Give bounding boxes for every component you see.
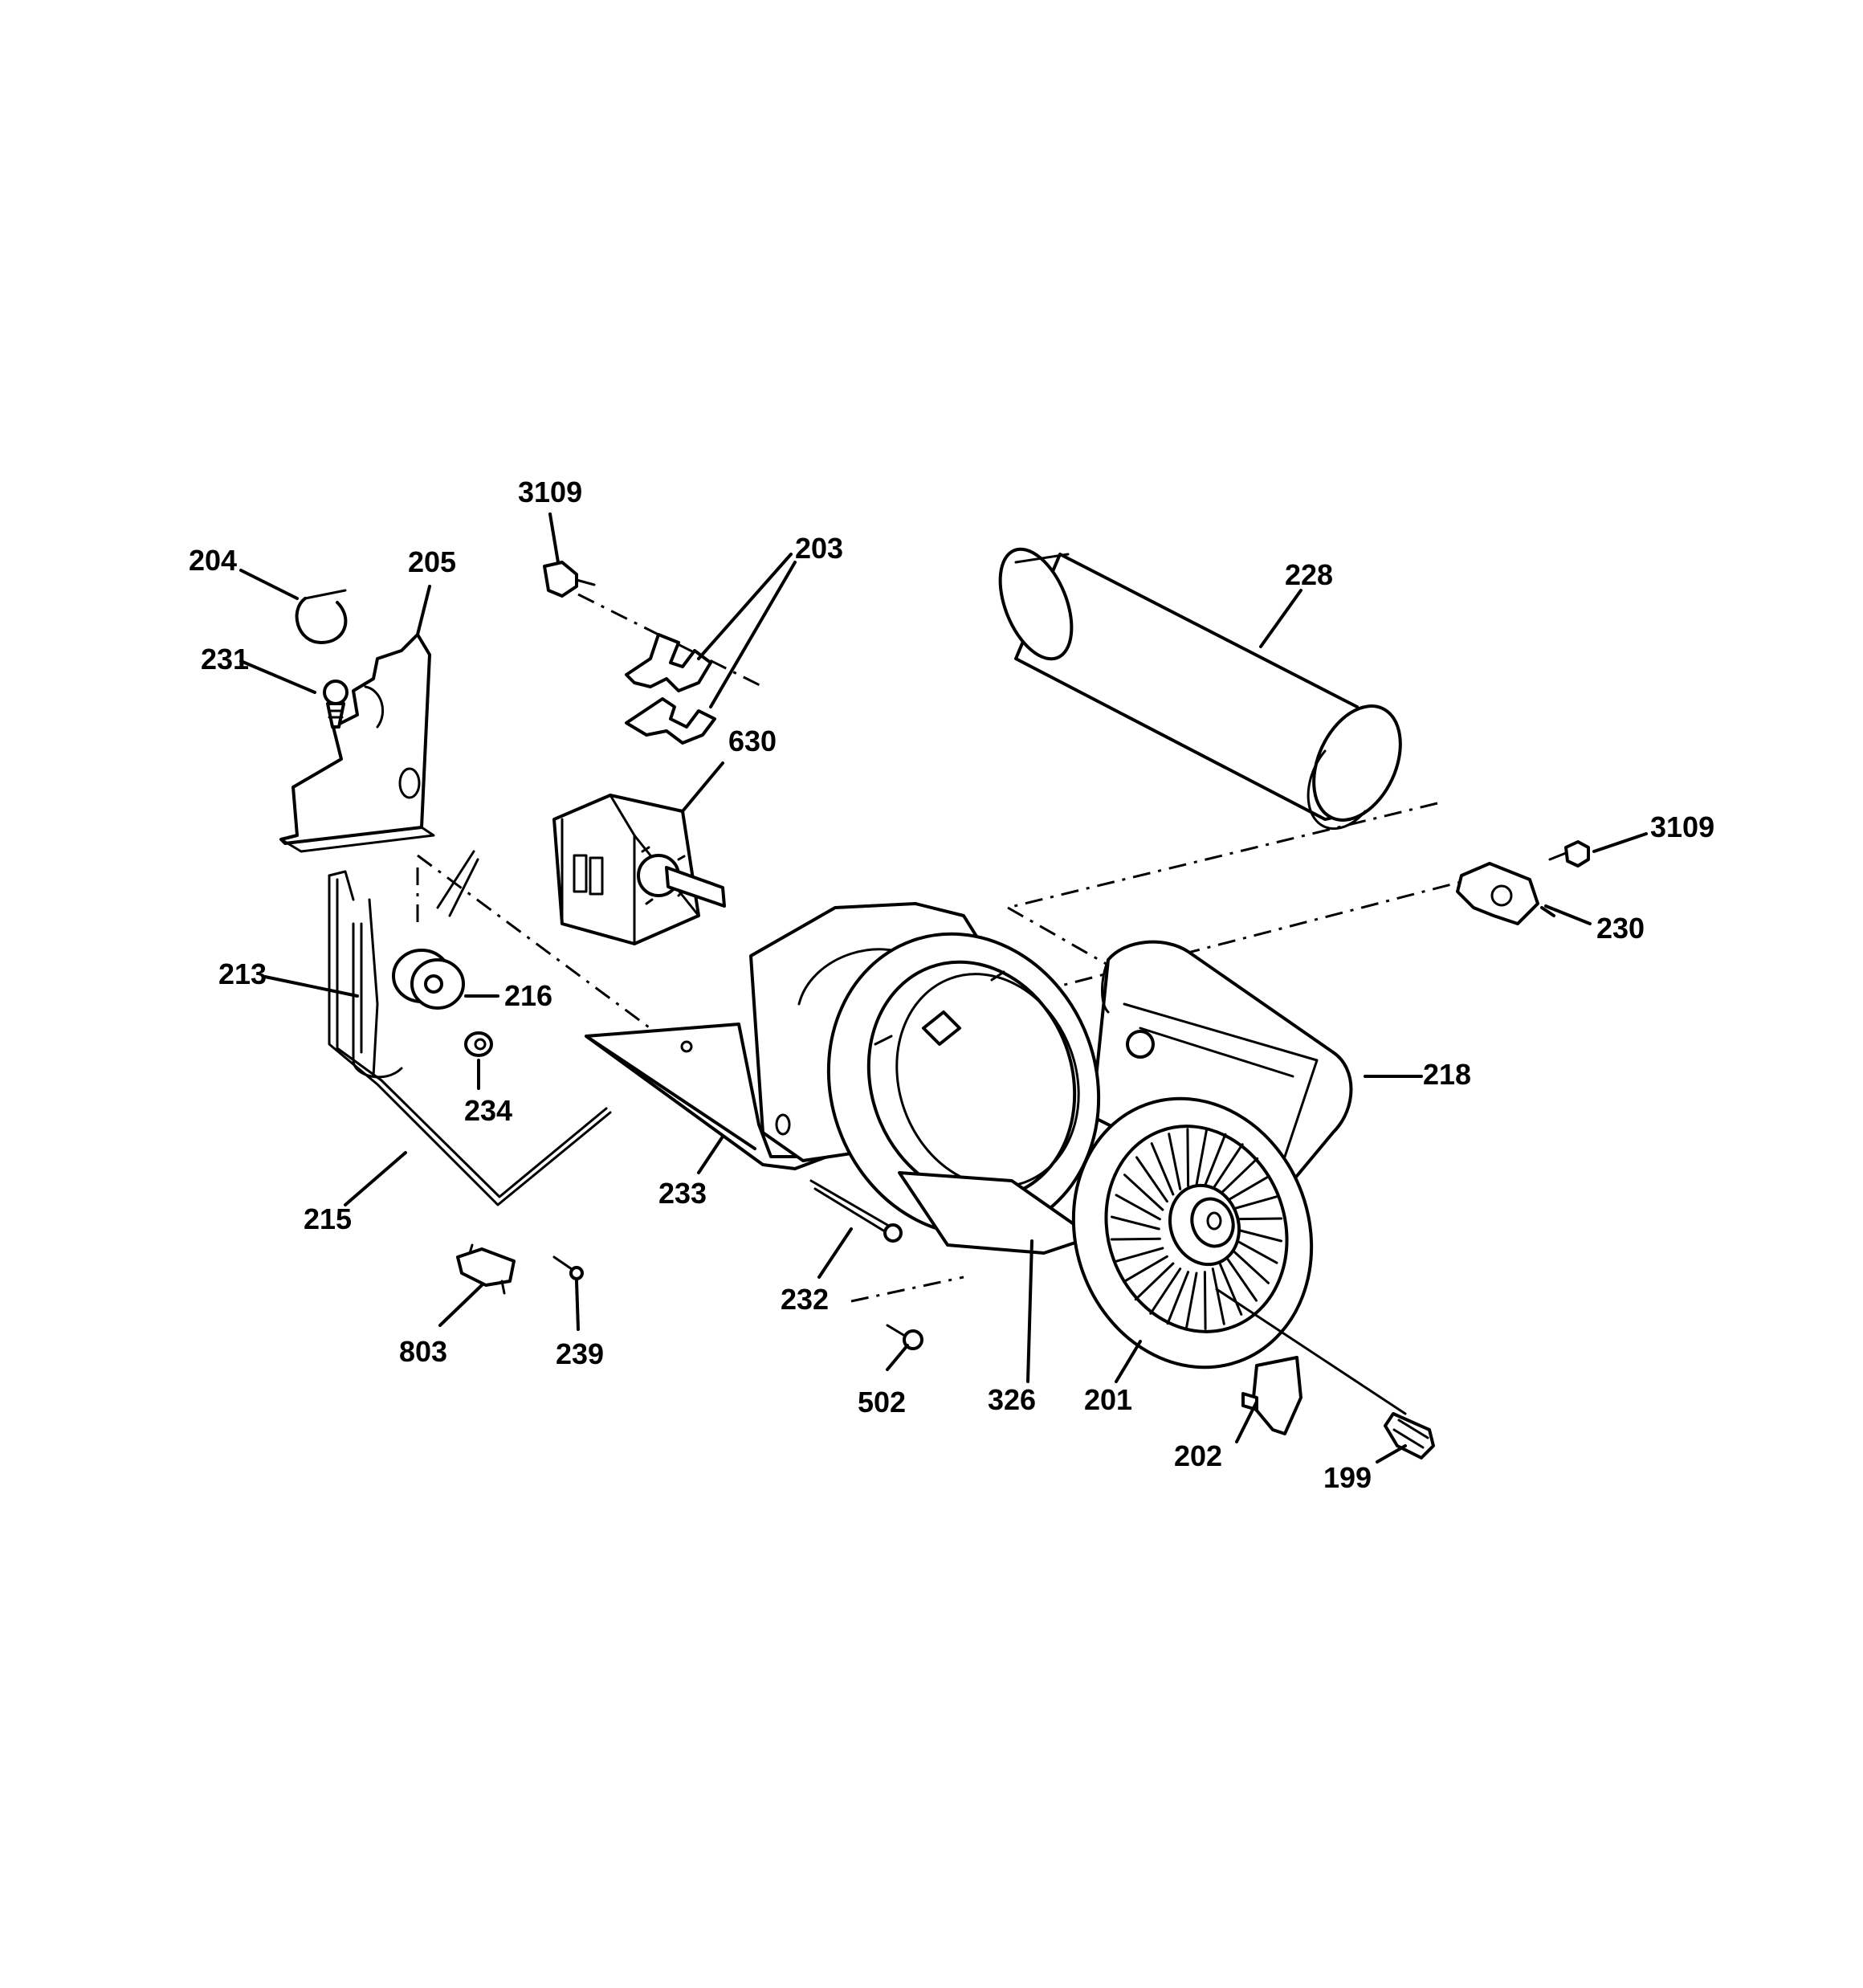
callout-204: 204: [189, 544, 237, 577]
callout-232: 232: [781, 1283, 829, 1316]
part-231-screw: [323, 680, 349, 729]
part-234-nut: [464, 1031, 493, 1057]
blower-blade: [1211, 1268, 1225, 1325]
part-199-bolt: [1215, 1288, 1435, 1459]
callout-218: 218: [1423, 1058, 1471, 1091]
callout-205: 205: [408, 545, 456, 578]
part-203-clamps: [625, 633, 716, 745]
blower-blade: [1218, 1157, 1259, 1196]
blower-blade: [1123, 1174, 1164, 1211]
blower-blade: [1150, 1142, 1175, 1196]
blower-blade: [1114, 1247, 1164, 1263]
part-239-screw: [552, 1255, 584, 1280]
callout-215: 215: [304, 1202, 352, 1235]
blower-blade: [1229, 1195, 1279, 1211]
blower-blade: [1232, 1237, 1278, 1264]
part-502-screw: [886, 1324, 923, 1350]
blower-blade: [1218, 1262, 1243, 1316]
part-230-idler: [1456, 862, 1539, 925]
blower-blade: [1111, 1215, 1160, 1231]
part-3109-right-screw: [1548, 840, 1590, 867]
part-202-clip: [1241, 1356, 1302, 1435]
callout-3109-top: 3109: [518, 476, 582, 508]
part-213-pulley: [392, 949, 465, 1010]
blower-blade: [1123, 1255, 1168, 1284]
part-232-rod: [809, 1179, 903, 1243]
callout-228: 228: [1285, 558, 1333, 591]
blower-blade: [1115, 1194, 1161, 1221]
part-803-terminal: [456, 1243, 516, 1295]
callout-234: 234: [464, 1094, 512, 1127]
blower-blade: [1168, 1133, 1182, 1190]
callout-201: 201: [1084, 1383, 1132, 1416]
part-3109-top-screw: [543, 561, 596, 598]
callout-326: 326: [988, 1383, 1036, 1416]
callout-239: 239: [556, 1337, 604, 1370]
callout-labels: 3109 204 205 203 228 231 630 3109 230 21…: [189, 476, 1714, 1494]
blower-blade: [1225, 1174, 1270, 1203]
callout-502: 502: [858, 1386, 906, 1419]
callout-230: 230: [1596, 912, 1645, 945]
blower-blade: [1233, 1227, 1282, 1243]
blower-wheel-blades: [1110, 1128, 1283, 1330]
callout-3109-right: 3109: [1650, 810, 1714, 843]
blower-blade: [1135, 1156, 1168, 1203]
blower-blade: [1211, 1143, 1244, 1190]
part-630-motor: [552, 794, 726, 945]
blower-blade: [1149, 1268, 1182, 1315]
part-205-bracket: [279, 633, 435, 853]
callout-231: 231: [201, 643, 249, 676]
blower-blade: [1203, 1133, 1227, 1187]
callout-216: 216: [504, 979, 552, 1012]
callout-803: 803: [399, 1335, 447, 1368]
blower-blade: [1184, 1272, 1198, 1330]
part-326-blower-ring: [826, 932, 1155, 1255]
blower-blade: [1195, 1128, 1209, 1186]
callout-leader-lines: [239, 512, 1648, 1463]
callout-630: 630: [728, 725, 777, 757]
callout-213: 213: [218, 957, 267, 990]
blower-blade: [1134, 1262, 1175, 1301]
callout-203: 203: [795, 532, 843, 565]
callout-202: 202: [1174, 1439, 1222, 1472]
part-204-clip: [295, 589, 348, 644]
blower-blade: [1166, 1271, 1190, 1325]
callout-199: 199: [1323, 1461, 1372, 1494]
blower-blade: [1229, 1247, 1270, 1284]
blower-blade: [1225, 1255, 1258, 1302]
callout-233: 233: [658, 1177, 707, 1210]
part-228-duct: [998, 547, 1402, 831]
part-201-blower-wheel: [1071, 1096, 1314, 1370]
